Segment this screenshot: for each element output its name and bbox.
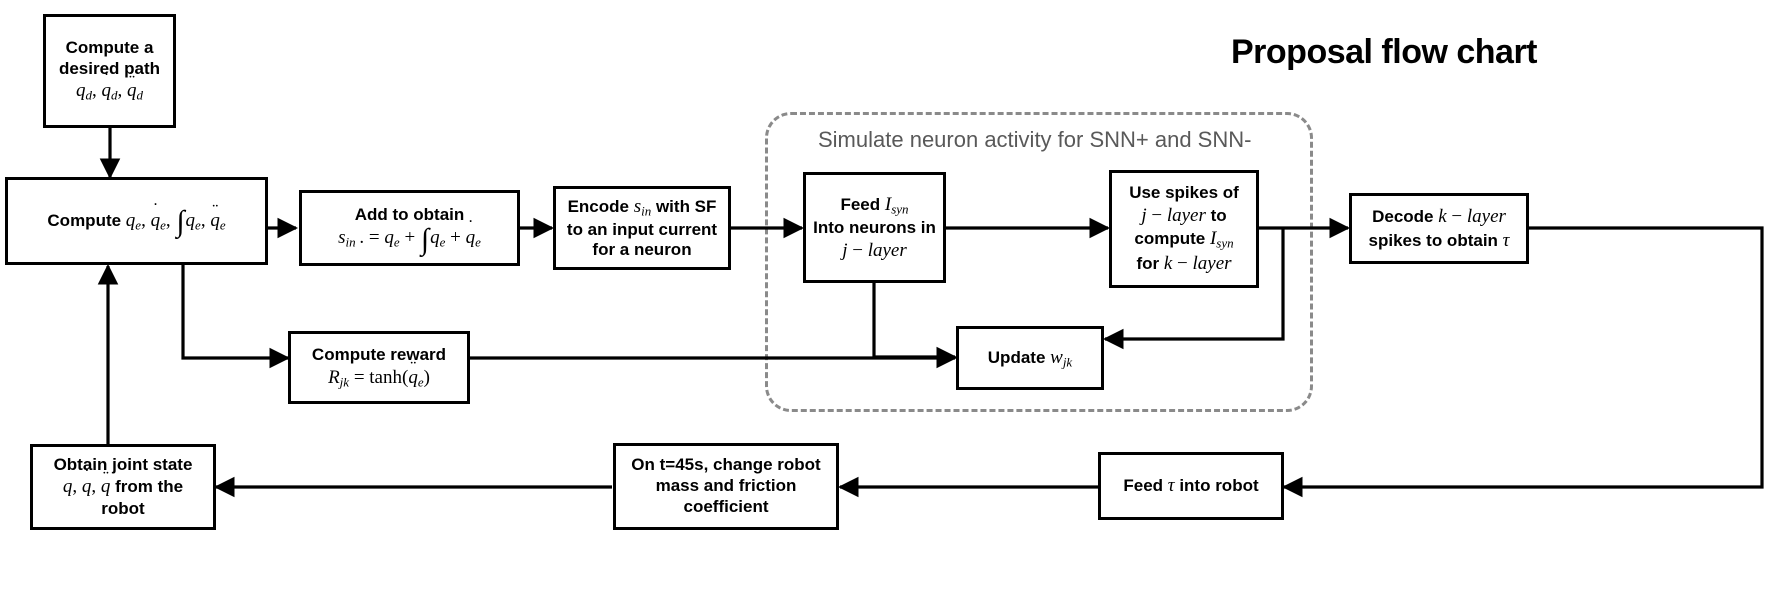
node-line: On t=45s, change robot [631, 455, 821, 475]
node-change-robot[interactable]: On t=45s, change robot mass and friction… [613, 443, 839, 530]
page-title: Proposal flow chart [1231, 33, 1538, 71]
node-line: Compute reward [311, 344, 447, 364]
node-feed-isyn[interactable]: Feed Isyn Into neurons in j − layer [803, 172, 946, 283]
snn-group-label: Simulate neuron activity for SNN+ and SN… [818, 127, 1252, 152]
node-line: coefficient [683, 496, 769, 516]
node-line: Encode sin with SF [567, 196, 717, 219]
node-line: j − layer to [1141, 204, 1227, 226]
node-line: Compute a [65, 38, 154, 58]
node-formula: qd, qd, qd [76, 79, 143, 103]
node-line: Add to obtain [354, 205, 465, 225]
node-compute-error-terms[interactable]: Compute qe, qe, ∫qe, qe [5, 177, 268, 265]
node-decode-k-layer[interactable]: Decode k − layer spikes to obtain τ [1349, 193, 1529, 264]
node-formula: sin . = qe + ∫qe + qe [338, 224, 481, 254]
node-line: q, q, q from the [63, 475, 183, 498]
node-line: spikes to obtain τ [1368, 229, 1510, 251]
node-update-weights[interactable]: Update wjk [956, 326, 1104, 390]
node-line: Into neurons in [813, 217, 936, 237]
node-line: Use spikes of [1129, 183, 1239, 203]
node-line: to an input current [566, 219, 718, 239]
node-line: for a neuron [592, 240, 692, 260]
node-line: robot [101, 498, 145, 518]
node-line: compute Isyn [1134, 228, 1234, 251]
node-compute-reward[interactable]: Compute reward Rjk = tanh(qe) [288, 331, 470, 404]
node-line: mass and friction [655, 476, 797, 496]
node-feed-tau[interactable]: Feed τ into robot [1098, 452, 1284, 520]
node-add-to-obtain[interactable]: Add to obtain sin . = qe + ∫qe + qe [299, 190, 520, 266]
node-obtain-joint-state[interactable]: Obtain joint state q, q, q from the robo… [30, 444, 216, 530]
node-compute-desired-path[interactable]: Compute a desired path qd, qd, qd [43, 14, 176, 128]
node-formula: j − layer [842, 239, 907, 261]
node-line: Feed Isyn [840, 194, 909, 217]
node-line: Compute qe, qe, ∫qe, qe [47, 207, 225, 237]
node-line: Obtain joint state [53, 454, 193, 474]
node-line: Update wjk [987, 346, 1073, 370]
node-use-spikes[interactable]: Use spikes of j − layer to compute Isyn … [1109, 170, 1259, 288]
node-line: desired path [58, 58, 161, 78]
node-line: Decode k − layer [1372, 206, 1506, 228]
node-line: Feed τ into robot [1123, 475, 1259, 497]
node-encode-sin[interactable]: Encode sin with SF to an input current f… [553, 186, 731, 270]
node-line: for k − layer [1136, 252, 1232, 274]
node-formula: Rjk = tanh(qe) [328, 366, 430, 390]
